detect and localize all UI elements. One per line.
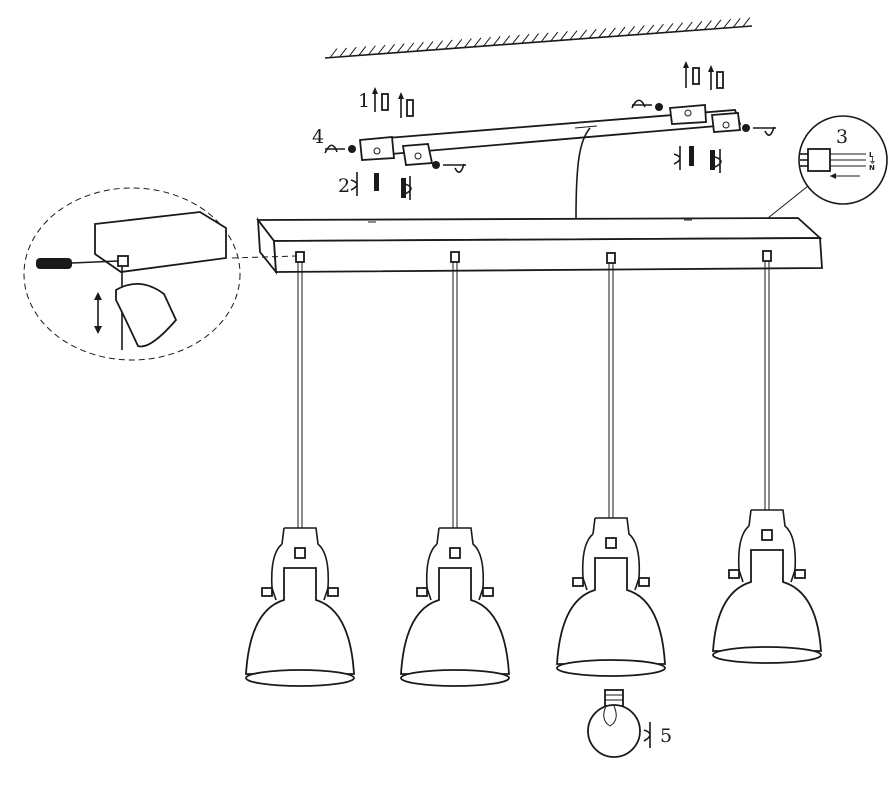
- wire-neutral-label: N: [869, 164, 875, 172]
- step-2-label: 2: [338, 175, 350, 197]
- power-cable: [575, 127, 591, 219]
- cord-grip: [295, 251, 305, 263]
- ceiling-hatch-mark: [569, 30, 578, 40]
- adjust-knob: [482, 587, 494, 597]
- ceiling-hatch-mark: [454, 38, 463, 49]
- ceiling-hatch-mark: [531, 33, 539, 43]
- ceiling-hatch-mark: [416, 41, 424, 52]
- ceiling-hatch-mark: [665, 23, 674, 33]
- ceiling-hatch-mark: [368, 45, 376, 56]
- ceiling-hatch-mark: [464, 38, 472, 48]
- ceiling-hatch-mark: [502, 35, 511, 45]
- wall-anchor-icon: [372, 61, 724, 118]
- adjust-knob: [327, 587, 339, 597]
- ceiling-hatch-mark: [608, 27, 616, 38]
- ceiling-hatch-mark: [512, 34, 520, 45]
- ceiling-hatch-mark: [444, 39, 453, 50]
- ceiling-hatch-mark: [483, 36, 491, 47]
- lamp-holder: [605, 537, 617, 549]
- ceiling-hatch-mark: [723, 18, 731, 29]
- lamp-shade: [712, 549, 822, 652]
- ceiling-hatch-mark: [339, 47, 347, 58]
- lamp-holder: [449, 547, 461, 559]
- ceiling-hatch-mark: [396, 43, 405, 53]
- adjust-knob: [572, 577, 584, 587]
- ceiling-hatch-mark: [627, 26, 635, 36]
- pendant-lamp: [556, 252, 666, 677]
- ceiling-hatch-mark: [646, 24, 655, 35]
- rotate-arrow-icon: [324, 99, 776, 173]
- adjust-knob: [638, 577, 650, 587]
- adjust-knob: [261, 587, 273, 597]
- ceiling-hatch-mark: [675, 22, 683, 33]
- ceiling-hatch-mark: [521, 33, 530, 44]
- ceiling-hatch-mark: [636, 25, 645, 35]
- cord-grip: [606, 252, 616, 264]
- pendant-lamp: [712, 250, 822, 664]
- ceiling-hatch-mark: [435, 40, 443, 51]
- adjust-knob: [416, 587, 428, 597]
- ceiling-hatch-mark: [377, 44, 386, 55]
- lamp-shade: [245, 567, 355, 675]
- ceiling-hatch-mark: [550, 31, 559, 42]
- ceiling-hatch-mark: [560, 31, 568, 41]
- cord-grip: [450, 251, 460, 263]
- step-4-label: 4: [312, 126, 324, 148]
- ceiling-hatch-mark: [598, 28, 607, 38]
- shade-rim: [245, 669, 355, 687]
- height-adjust-callout: [23, 187, 297, 361]
- ceiling-hatch-mark: [742, 17, 751, 27]
- ceiling-hatch-mark: [713, 19, 722, 30]
- wire-live-label: L: [869, 151, 874, 159]
- shade-rim: [556, 659, 666, 677]
- lamp-holder: [761, 529, 773, 541]
- adjust-knob: [794, 569, 806, 579]
- ceiling-hatch-mark: [694, 20, 703, 31]
- ceiling-hatch-mark: [406, 42, 415, 53]
- cord-grip: [762, 250, 772, 262]
- ceiling-hatch-mark: [588, 28, 597, 39]
- ceiling-hatch-mark: [492, 36, 501, 46]
- canopy-bar: [256, 217, 823, 275]
- pendant-lamp: [400, 251, 510, 687]
- wiring-callout: L ⏚ N: [767, 115, 888, 219]
- shade-rim: [712, 646, 822, 664]
- ceiling-hatch-mark: [656, 23, 664, 34]
- lamp-shade: [556, 557, 666, 665]
- lamp-shade: [400, 567, 510, 675]
- ceiling-hatch-mark: [387, 44, 395, 54]
- ceiling-hatch-mark: [617, 26, 626, 37]
- wire-earth-label: ⏚: [869, 157, 876, 165]
- ceiling-hatch-mark: [684, 21, 693, 32]
- step-5-label: 5: [660, 725, 672, 747]
- ceiling-hatch-mark: [704, 20, 712, 30]
- light-bulb: [587, 689, 651, 758]
- ceiling: [324, 17, 753, 59]
- step-3-label: 3: [836, 126, 848, 148]
- ceiling-hatch-mark: [540, 32, 549, 43]
- shade-rim: [400, 669, 510, 687]
- lamp-holder: [294, 547, 306, 559]
- mounting-bracket: [359, 104, 742, 166]
- ceiling-hatch-mark: [732, 18, 741, 28]
- ceiling-hatch-mark: [358, 46, 367, 56]
- pendant-lamp: [245, 251, 355, 687]
- step-1-label: 1: [358, 90, 370, 112]
- ceiling-hatch-mark: [329, 48, 338, 58]
- ceiling-hatch-mark: [579, 29, 587, 40]
- screw-icon: [350, 146, 722, 200]
- ceiling-hatch-mark: [425, 41, 434, 51]
- ceiling-hatch-mark: [348, 46, 357, 57]
- adjust-knob: [728, 569, 740, 579]
- ceiling-hatch-mark: [473, 37, 482, 48]
